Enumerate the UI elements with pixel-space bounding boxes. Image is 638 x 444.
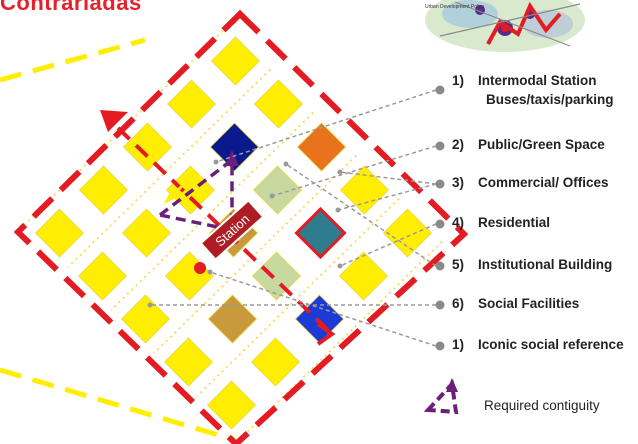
legend-dot — [435, 261, 445, 271]
leader-end — [335, 207, 341, 213]
axis-arrowhead-top — [100, 110, 128, 132]
street-line — [110, 111, 314, 312]
legend-label: Residential — [478, 215, 551, 230]
legend-label: Intermodal Station — [478, 73, 597, 88]
legend-label: Institutional Building — [478, 257, 613, 272]
leader-line — [271, 145, 437, 197]
block-green-space — [252, 165, 303, 215]
legend-label: Commercial/ Offices — [478, 175, 609, 190]
block-yellow — [206, 380, 257, 430]
legend-dot — [435, 141, 445, 151]
block-yellow — [253, 79, 304, 129]
leader-end — [213, 159, 219, 165]
block-yellow — [166, 79, 217, 129]
street-line — [67, 68, 271, 269]
leader-lines — [147, 89, 437, 347]
context-line-top — [0, 37, 146, 83]
block-institutional — [209, 122, 260, 172]
inset-map: Urban Development Policy — [425, 0, 585, 52]
block-yellow — [122, 122, 173, 172]
contiguity-arrowhead — [225, 150, 239, 166]
block-yellow — [339, 165, 390, 215]
contiguity-arrow — [155, 156, 234, 233]
contiguity-label: Required contiguity — [484, 398, 600, 413]
block-yellow — [382, 208, 433, 258]
legend-number: 1) — [452, 337, 465, 352]
legend-dot — [435, 219, 445, 229]
street-line — [196, 197, 400, 398]
block-station — [295, 208, 346, 258]
block-yellow — [78, 165, 129, 215]
legend-number: 3) — [452, 175, 465, 190]
leader-line — [339, 171, 437, 185]
leader-end — [269, 193, 275, 199]
leader-line — [337, 183, 437, 211]
block-yellow — [338, 251, 389, 301]
leader-end — [147, 302, 153, 308]
legend-number: 4) — [452, 215, 465, 230]
street-line — [153, 154, 357, 355]
legend-dot — [435, 300, 445, 310]
leader-line — [285, 163, 437, 267]
axis-arrowhead-bottom — [316, 322, 336, 346]
block-yellow — [163, 337, 214, 387]
legend-dot — [435, 341, 445, 351]
leader-end — [337, 169, 343, 175]
legend-dot — [435, 85, 445, 95]
block-green-space — [251, 251, 302, 301]
legend-number: 5) — [452, 257, 465, 272]
block-yellow — [210, 36, 261, 86]
legend-label: Iconic social reference — [478, 337, 624, 352]
leader-end — [337, 263, 343, 269]
district-boundary — [13, 9, 469, 444]
legend-label: Public/Green Space — [478, 137, 605, 152]
block-intermodal — [296, 122, 347, 172]
legend-number: 2) — [452, 137, 465, 152]
legend-sublabel: Buses/taxis/parking — [486, 92, 614, 107]
leader-dots — [435, 85, 445, 351]
street-line — [24, 25, 228, 226]
block-yellow — [34, 208, 85, 258]
block-yellow — [121, 208, 172, 258]
contiguity-legend-icon — [423, 378, 459, 415]
legend-number: 1) — [452, 73, 465, 88]
legend-number: 6) — [452, 296, 465, 311]
leader-line — [209, 271, 437, 347]
block-yellow — [250, 337, 301, 387]
context-line-bottom — [0, 367, 236, 443]
block-residential — [207, 294, 258, 344]
leader-end — [283, 161, 289, 167]
leader-end — [207, 269, 213, 275]
block-yellow — [120, 294, 171, 344]
block-yellow — [77, 251, 128, 301]
block-yellow — [164, 251, 215, 301]
leader-line — [215, 89, 437, 163]
legend-label: Social Facilities — [478, 296, 580, 311]
inset-map-label: Urban Development Policy — [425, 4, 485, 10]
station-block-border — [294, 206, 347, 260]
leader-line — [339, 223, 437, 267]
legend-dot — [435, 179, 445, 189]
iconic-reference-dot — [194, 262, 206, 274]
diagram-title: Contrariadas — [0, 0, 142, 15]
